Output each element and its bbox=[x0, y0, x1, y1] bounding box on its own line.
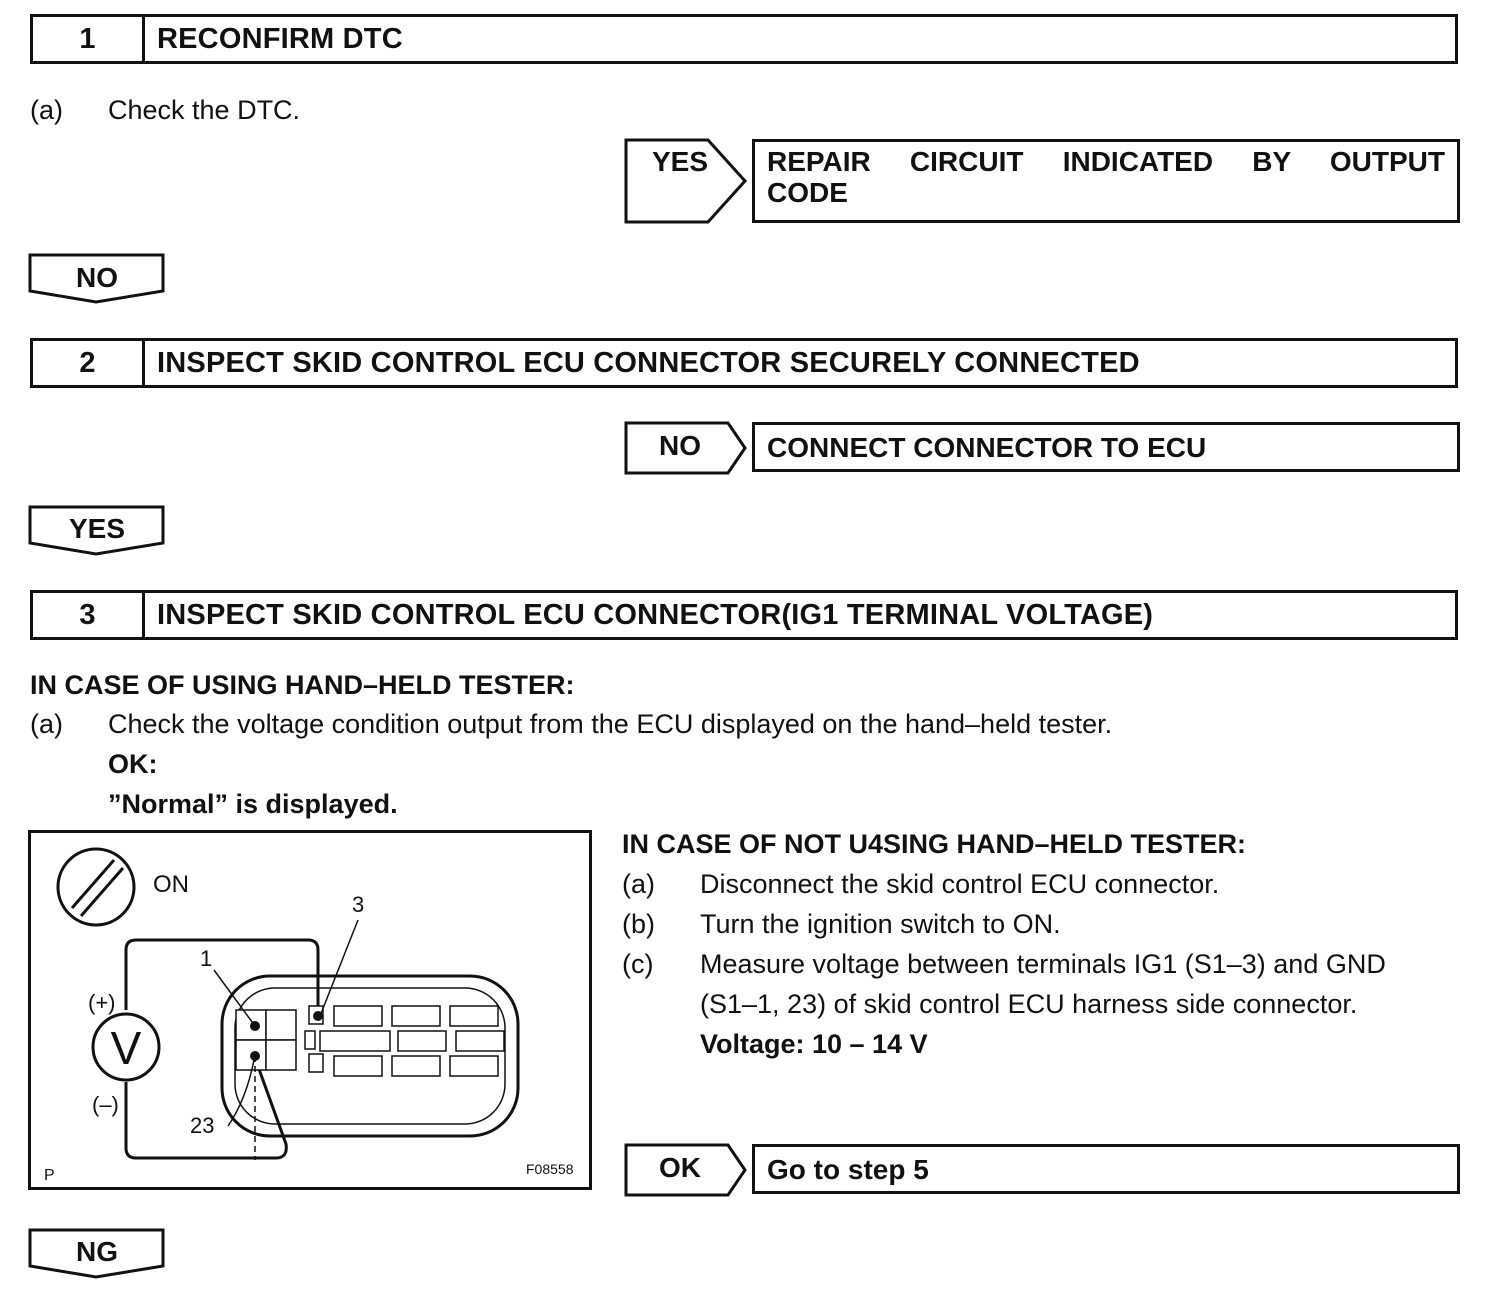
item-label: (c) bbox=[622, 949, 654, 979]
item-label: (a) bbox=[622, 869, 655, 899]
no-tester-heading: IN CASE OF NOT U4SING HAND–HELD TESTER: bbox=[622, 829, 1247, 859]
item-text: Check the DTC. bbox=[108, 95, 301, 125]
no-down-arrow-shape bbox=[28, 253, 165, 304]
figure-code: F08558 bbox=[526, 1161, 574, 1177]
yes-down-label: YES bbox=[68, 513, 126, 544]
ok-value: ”Normal” is displayed. bbox=[108, 789, 398, 819]
diagram-frame bbox=[28, 830, 592, 1190]
yes-arrow-shape bbox=[624, 138, 748, 224]
negative-wire bbox=[124, 1057, 288, 1160]
step-number: 1 bbox=[33, 17, 145, 61]
step-2-header: 2 INSPECT SKID CONTROL ECU CONNECTOR SEC… bbox=[30, 338, 1458, 388]
step-title: RECONFIRM DTC bbox=[157, 22, 403, 55]
positive-wire bbox=[124, 938, 320, 1015]
yes-branch-result: REPAIR CIRCUIT INDICATED BY OUTPUT CODE bbox=[752, 139, 1460, 223]
corner-label: P bbox=[44, 1167, 55, 1184]
wiring-diagram: ON V (+) (–) 1 3 23 bbox=[28, 830, 592, 1190]
ok-label: OK: bbox=[108, 749, 158, 779]
item-text: Measure voltage between terminals IG1 (S… bbox=[700, 949, 1386, 979]
no-tester-item-c: (c) Measure voltage between terminals IG1… bbox=[622, 949, 1386, 980]
minus-label: (–) bbox=[92, 1092, 119, 1117]
plus-label: (+) bbox=[88, 990, 116, 1015]
step-title: INSPECT SKID CONTROL ECU CONNECTOR(IG1 T… bbox=[157, 598, 1154, 631]
step-3-header: 3 INSPECT SKID CONTROL ECU CONNECTOR(IG1… bbox=[30, 590, 1458, 640]
item-label: (a) bbox=[30, 709, 63, 739]
yes-down-arrow-shape bbox=[28, 505, 165, 556]
result-line-1: REPAIR CIRCUIT INDICATED BY OUTPUT bbox=[767, 146, 1445, 177]
ok-branch-result: Go to step 5 bbox=[752, 1144, 1460, 1194]
voltage-spec: Voltage: 10 – 14 V bbox=[700, 1029, 928, 1059]
item-label: (b) bbox=[622, 909, 655, 939]
no-down-label: NO bbox=[76, 262, 118, 293]
item-text: Disconnect the skid control ECU connecto… bbox=[700, 869, 1220, 899]
yes-branch-label: YES bbox=[651, 146, 709, 177]
no-tester-item-c-cont: (S1–1, 23) of skid control ECU harness s… bbox=[700, 989, 1358, 1019]
ng-down-label: NG bbox=[76, 1236, 118, 1267]
no-branch-label: NO bbox=[659, 430, 701, 461]
item-label: (a) bbox=[30, 95, 63, 125]
no-tester-item-b: (b) Turn the ignition switch to ON. bbox=[622, 909, 1061, 940]
voltmeter-symbol: V bbox=[111, 1022, 142, 1074]
step-number: 3 bbox=[33, 593, 145, 637]
ignition-switch-icon bbox=[56, 847, 136, 927]
terminal-23-label: 23 bbox=[190, 1113, 214, 1138]
step-1-item-a: (a) Check the DTC. bbox=[30, 95, 300, 126]
voltmeter-icon: V bbox=[91, 1012, 161, 1082]
ecu-connector bbox=[220, 974, 520, 1138]
item-text: Check the voltage condition output from … bbox=[108, 709, 1113, 739]
ignition-on-label: ON bbox=[153, 871, 189, 898]
ok-arrow-shape bbox=[624, 1143, 747, 1197]
no-tester-item-a: (a) Disconnect the skid control ECU conne… bbox=[622, 869, 1219, 900]
item-text: Turn the ignition switch to ON. bbox=[700, 909, 1061, 939]
step-number: 2 bbox=[33, 341, 145, 385]
result-line-2: CODE bbox=[767, 177, 848, 208]
tester-item-a: (a) Check the voltage condition output fr… bbox=[30, 709, 1112, 740]
tester-heading: IN CASE OF USING HAND–HELD TESTER: bbox=[30, 670, 575, 700]
ok-branch-label: OK bbox=[659, 1152, 701, 1183]
no-branch-result: CONNECT CONNECTOR TO ECU bbox=[752, 422, 1460, 472]
step-title: INSPECT SKID CONTROL ECU CONNECTOR SECUR… bbox=[157, 346, 1140, 379]
terminal-3-label: 3 bbox=[352, 892, 364, 917]
ng-down-arrow-shape bbox=[28, 1228, 165, 1279]
terminal-1-label: 1 bbox=[200, 946, 212, 971]
no-arrow-shape bbox=[624, 421, 747, 475]
step-1-header: 1 RECONFIRM DTC bbox=[30, 14, 1458, 64]
